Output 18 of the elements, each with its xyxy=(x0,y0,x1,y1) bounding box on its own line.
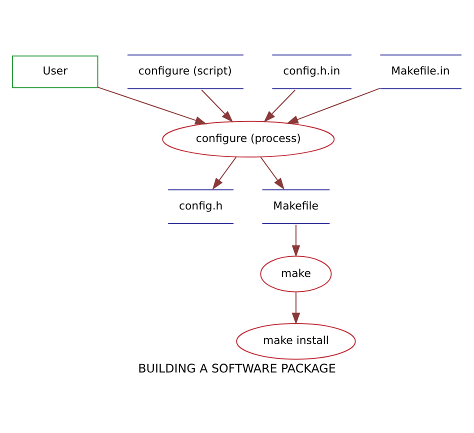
arrow xyxy=(201,88,234,122)
arrow xyxy=(264,88,296,122)
node-text: configure (script) xyxy=(138,64,232,78)
node-ellipse: make install xyxy=(236,322,356,360)
caption: BUILDING A SOFTWARE PACKAGE xyxy=(138,361,336,376)
node-ellipse: configure (process) xyxy=(162,120,335,158)
node-text: config.h xyxy=(179,198,223,212)
node-text: Makefile xyxy=(273,198,318,212)
arrow xyxy=(286,87,380,124)
node-box: User xyxy=(12,54,98,88)
arrow xyxy=(292,291,300,324)
node-text: config.h.in xyxy=(283,64,340,78)
node-ellipse: make xyxy=(260,255,332,292)
arrow xyxy=(292,224,300,257)
arrow xyxy=(260,156,284,190)
arrow xyxy=(98,86,208,124)
node-text: Makefile.in xyxy=(391,64,450,78)
arrow xyxy=(212,156,237,190)
